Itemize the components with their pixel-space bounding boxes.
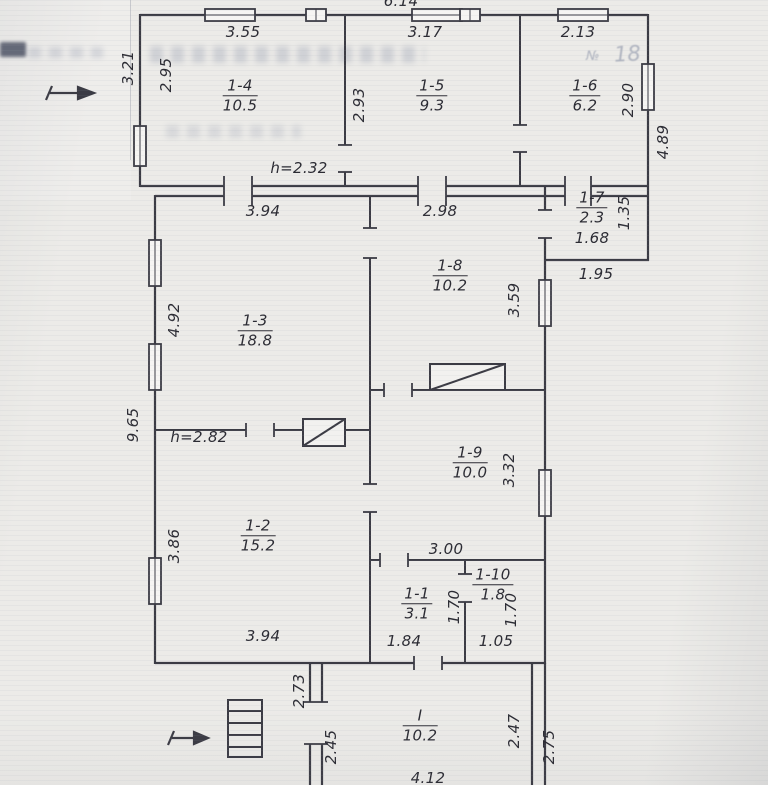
- page-number-sign-artifact: №: [586, 49, 600, 64]
- entrance-arrow-top: [44, 85, 98, 101]
- bleed-through-text-smudge: [150, 46, 425, 63]
- sheet-fold-line: [130, 0, 131, 160]
- room-number: 1-2: [240, 517, 276, 537]
- room-number: 1-3: [237, 312, 273, 332]
- room-label-1-1: 1-1 3.1: [401, 585, 433, 623]
- dim-annex-left-inner: 2.45: [321, 729, 340, 765]
- dim-1-4-height: 2.95: [156, 57, 175, 93]
- dim-1-5-height: 2.93: [349, 87, 368, 123]
- bleed-through-text-smudge: [166, 125, 301, 138]
- room-area: 10.2: [432, 276, 468, 295]
- ceiling-height-main-block: h=2.82: [170, 427, 228, 446]
- dim-1-6-height: 2.90: [618, 82, 637, 118]
- room-number: 1-4: [222, 77, 258, 97]
- room-area: 10.0: [452, 463, 488, 482]
- dim-1-8-width: 2.98: [422, 201, 458, 220]
- dim-annex-right-inner: 2.47: [504, 713, 523, 749]
- room-area: 18.8: [237, 331, 273, 350]
- room-label-annex-I: I 10.2: [402, 707, 438, 745]
- dim-annex-left-outer: 2.73: [289, 673, 308, 709]
- room-number: 1-5: [416, 77, 448, 97]
- dim-1-10-height: 1.70: [501, 592, 520, 628]
- room-number: 1-8: [432, 257, 468, 277]
- dim-right-wing-height: 4.89: [653, 124, 672, 160]
- entrance-arrow-bottom: [166, 730, 211, 746]
- room-area: 3.1: [404, 604, 430, 623]
- room-area: 1.8: [480, 585, 506, 604]
- stove-symbols: [302, 363, 506, 447]
- room-number: 1-6: [569, 77, 601, 97]
- underlying-sheet-edge: [0, 0, 131, 200]
- dim-1-7-height: 1.35: [614, 195, 633, 231]
- room-area: 15.2: [240, 536, 276, 555]
- room-label-1-4: 1-4 10.5: [222, 77, 258, 115]
- dim-1-5-width: 3.17: [407, 22, 443, 41]
- dim-1-10-width: 1.05: [478, 631, 514, 650]
- dim-1-1-height: 1.70: [444, 589, 463, 625]
- dim-1-3-width: 3.94: [245, 201, 281, 220]
- room-label-1-5: 1-5 9.3: [416, 77, 448, 115]
- dim-1-3-height: 4.92: [164, 302, 183, 338]
- dim-1-9-height: 3.32: [499, 452, 518, 488]
- dim-left-overall: 9.65: [123, 407, 142, 443]
- room-label-1-8: 1-8 10.2: [432, 257, 468, 295]
- room-number: 1-9: [452, 444, 488, 464]
- dim-1-8-height: 3.59: [504, 282, 523, 318]
- room-label-1-9: 1-9 10.0: [452, 444, 488, 482]
- room-number: 1-7: [576, 189, 608, 209]
- room-label-1-7: 1-7 2.3: [576, 189, 608, 227]
- room-label-1-3: 1-3 18.8: [237, 312, 273, 350]
- dim-1-2-width: 3.94: [245, 626, 281, 645]
- door-ticks: [223, 124, 592, 745]
- porch-steps: [227, 699, 263, 758]
- bleed-through-text-smudge: [28, 47, 103, 58]
- windows: [133, 8, 655, 605]
- dim-1-6-width: 2.13: [560, 22, 596, 41]
- dim-1-7-below: 1.95: [578, 264, 614, 283]
- dim-top-overall: 6.14: [383, 0, 419, 10]
- dim-annex-bottom: 4.12: [410, 768, 446, 785]
- ceiling-height-top-block: h=2.32: [270, 158, 328, 177]
- room-area: 2.3: [579, 208, 605, 227]
- room-area: 10.5: [222, 96, 258, 115]
- room-number: 1-10: [472, 566, 514, 586]
- dim-1-2-height: 3.86: [164, 528, 183, 564]
- dim-left-offset: 3.21: [118, 50, 137, 86]
- dim-bottom-section-width: 3.00: [428, 539, 464, 558]
- room-area: 10.2: [402, 726, 438, 745]
- photo-edge-mark: [0, 42, 26, 57]
- room-label-1-10: 1-10 1.8: [472, 566, 514, 604]
- dim-1-7-width: 1.68: [574, 228, 610, 247]
- room-label-1-6: 1-6 6.2: [569, 77, 601, 115]
- room-area: 6.2: [572, 96, 598, 115]
- room-number: I: [402, 707, 438, 727]
- dim-1-4-width: 3.55: [225, 22, 261, 41]
- room-label-1-2: 1-2 15.2: [240, 517, 276, 555]
- door-openings: [224, 125, 591, 744]
- dim-annex-right-outer: 2.75: [539, 729, 558, 765]
- room-number: 1-1: [401, 585, 433, 605]
- room-area: 9.3: [419, 96, 445, 115]
- dim-1-1-width: 1.84: [386, 631, 422, 650]
